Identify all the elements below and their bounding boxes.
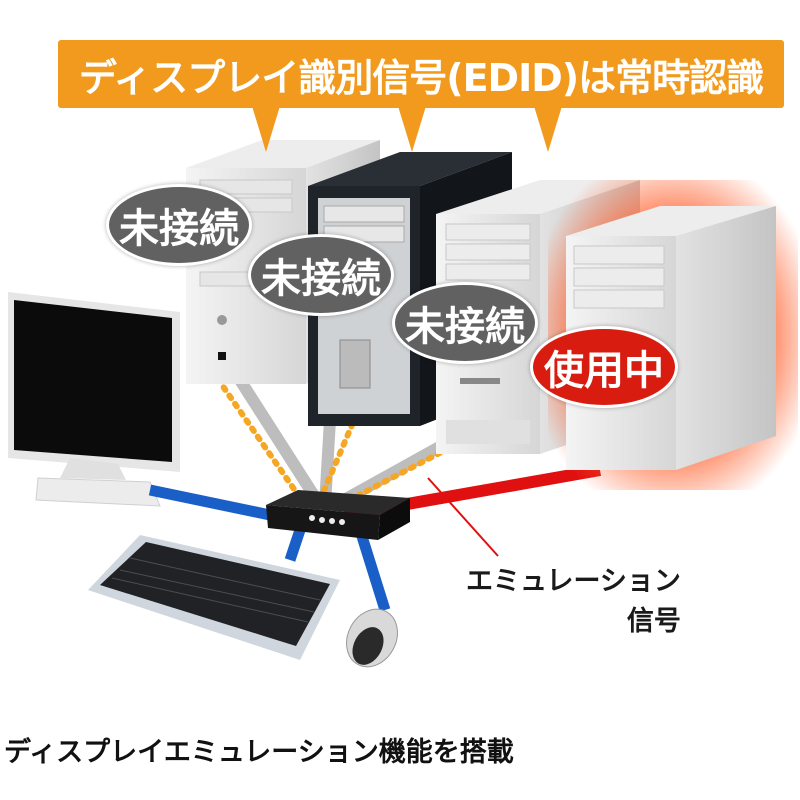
emulation-pointer-line	[427, 477, 499, 557]
lcd-monitor	[8, 292, 180, 507]
console-cables	[148, 484, 391, 612]
kvm-switch	[266, 490, 410, 540]
status-label: 未接続	[261, 256, 381, 302]
status-bubble-pc2: 未接続	[248, 234, 394, 316]
emulation-signal-label: エミュレーション 信号	[466, 562, 681, 642]
status-bubble-active: 使用中	[530, 326, 678, 408]
emulation-label-line1: エミュレーション	[466, 566, 681, 597]
feature-caption: ディスプレイエミュレーション機能を搭載	[4, 737, 514, 768]
edid-banner: ディスプレイ識別信号(EDID)は常時認識	[58, 40, 784, 108]
banner-pointer-2	[398, 106, 426, 152]
status-bubble-pc3: 未接続	[392, 282, 538, 364]
status-label: 未接続	[405, 304, 525, 350]
emulation-label-line2: 信号	[626, 606, 681, 637]
mouse	[346, 608, 398, 668]
keyboard	[88, 535, 340, 660]
banner-pointer-1	[252, 106, 280, 152]
status-label: 未接続	[119, 206, 239, 252]
status-bubble-pc1: 未接続	[106, 184, 252, 266]
banner-pointer-3	[534, 106, 562, 152]
status-label: 使用中	[544, 348, 664, 394]
banner-text: ディスプレイ識別信号(EDID)は常時認識	[78, 55, 764, 100]
